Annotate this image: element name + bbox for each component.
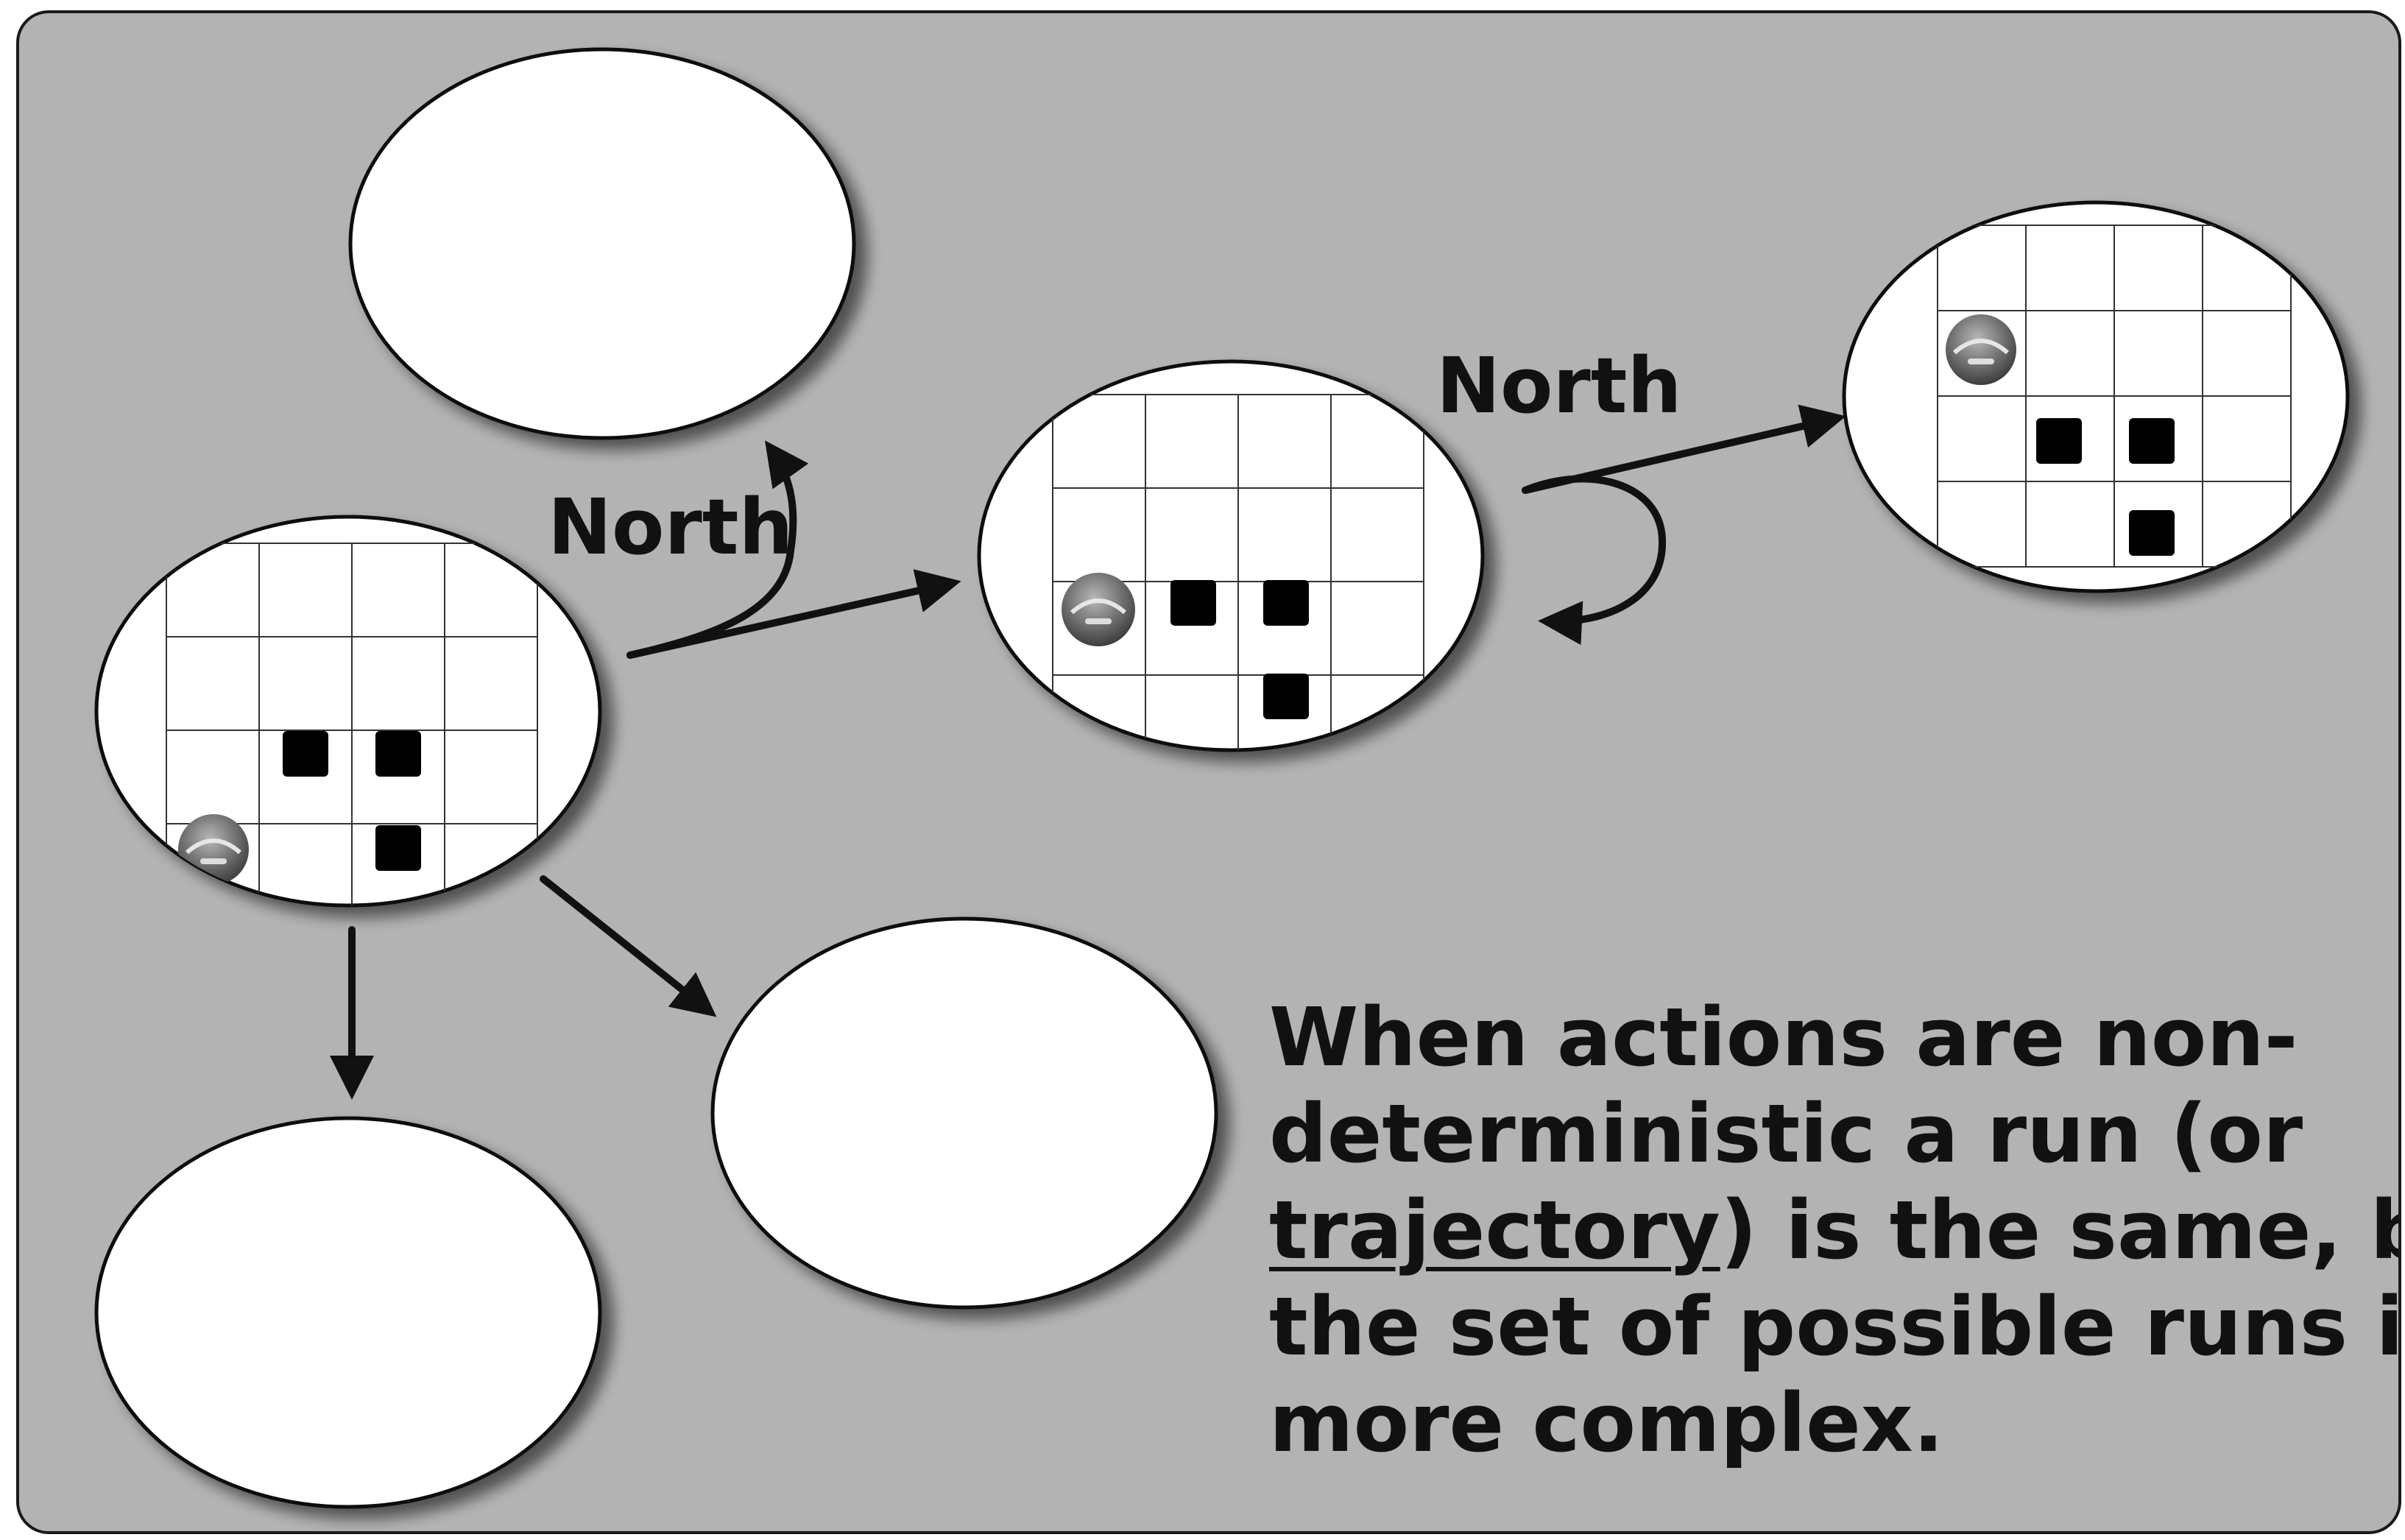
- edge-label-north-right: North: [1436, 341, 1682, 431]
- obstacle-icon: [1170, 580, 1216, 626]
- slide: North North When actions are non- determ…: [16, 10, 2401, 1534]
- state-node-start: [94, 515, 602, 908]
- caption-underlined-term: trajectory: [1269, 1183, 1720, 1277]
- state-node-right: [1842, 200, 2350, 593]
- caption-line: trajectory) is the same, but: [1269, 1182, 2398, 1279]
- obstacle-icon: [2036, 418, 2082, 464]
- state-node-middle: [977, 359, 1485, 752]
- caption-line: deterministic a run (or: [1269, 1087, 2303, 1181]
- obstacle-icon: [2129, 418, 2175, 464]
- arrow-diagonal-down: [540, 875, 717, 1017]
- obstacle-icon: [1263, 674, 1309, 719]
- obstacle-icon: [375, 731, 421, 777]
- robot-icon: [178, 814, 249, 885]
- grid-world-start: [166, 543, 538, 905]
- caption-line: more complex.: [1269, 1376, 1944, 1470]
- grid-world-right: [1937, 225, 2292, 568]
- obstacle-icon: [1263, 580, 1309, 626]
- arrow-self-loop: [1522, 475, 1667, 646]
- obstacle-icon: [2129, 510, 2175, 556]
- state-node-bottom-left-empty: [94, 1116, 602, 1509]
- obstacle-icon: [375, 825, 421, 871]
- obstacle-icon: [283, 731, 328, 777]
- grid-world-middle: [1052, 394, 1424, 750]
- state-node-top-empty: [348, 47, 856, 440]
- edge-label-north-up: North: [548, 482, 794, 572]
- caption-line: the set of possible runs is: [1269, 1279, 2401, 1374]
- arrow-to-middle: [626, 569, 961, 659]
- caption-line-rest: ) is the same, but: [1720, 1183, 2398, 1277]
- caption-text: When actions are non- deterministic a ru…: [1269, 989, 2401, 1472]
- robot-icon: [1062, 573, 1135, 646]
- caption-line: When actions are non-: [1269, 990, 2298, 1084]
- state-diagram: North North: [94, 47, 2350, 1509]
- robot-icon: [1946, 314, 2016, 385]
- state-node-bottom-middle-empty: [710, 916, 1218, 1310]
